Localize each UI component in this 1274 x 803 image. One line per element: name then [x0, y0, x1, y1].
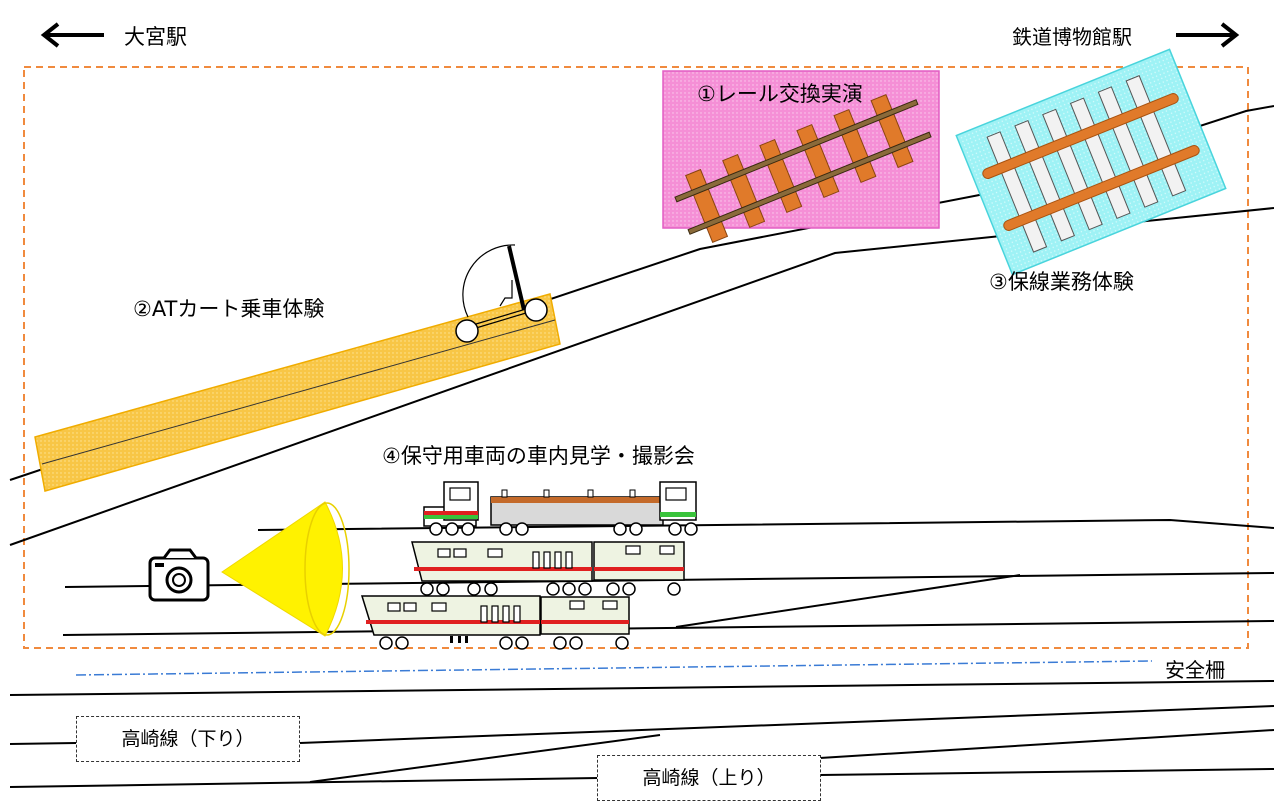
horizontal-tracks: [9, 518, 1274, 788]
rail-section-icon: [674, 94, 932, 243]
at-cart-area: [34, 244, 561, 492]
track-line: [9, 207, 1274, 546]
takasaki-line-up-label: 高崎線（上り）: [597, 755, 821, 801]
safety-fence-line: [75, 660, 1153, 676]
camera-view-cone: [221, 501, 350, 637]
area-2-label: ②ATカート乗車体験: [133, 297, 325, 321]
area-3-label: ③保線業務体験: [989, 270, 1134, 294]
track-line: [9, 742, 77, 745]
track-crossover: [309, 734, 661, 783]
arrow-right-icon: [1176, 22, 1240, 48]
track-line: [819, 768, 1274, 776]
track-line: [62, 620, 1274, 636]
rail-truck-vehicle: [423, 481, 698, 536]
left-station-label: 大宮駅: [124, 25, 187, 49]
at-cart-icon: [455, 244, 548, 343]
takasaki-line-down-label: 高崎線（下り）: [76, 716, 300, 762]
camera-icon: [148, 548, 210, 602]
track-line: [257, 518, 1274, 531]
track-maintenance-area: [955, 48, 1227, 276]
area-1-label: ①レール交換実演: [697, 82, 863, 106]
track-inspection-car: [411, 541, 685, 596]
rail-exchange-area: [662, 70, 940, 243]
track-line: [299, 705, 1274, 744]
track-crossover: [675, 574, 1021, 628]
event-area-boundary: [23, 66, 1249, 649]
track-maintenance-car: [360, 595, 630, 650]
right-station-label: 鉄道博物館駅: [1012, 25, 1132, 49]
area-4-label: ④保守用車両の車内見学・撮影会: [382, 444, 695, 468]
track-line: [9, 680, 1274, 696]
arrow-left-icon: [40, 22, 104, 48]
track-line: [9, 777, 599, 788]
track-line: [819, 729, 1274, 759]
safety-fence-label: 安全柵: [1165, 658, 1225, 682]
